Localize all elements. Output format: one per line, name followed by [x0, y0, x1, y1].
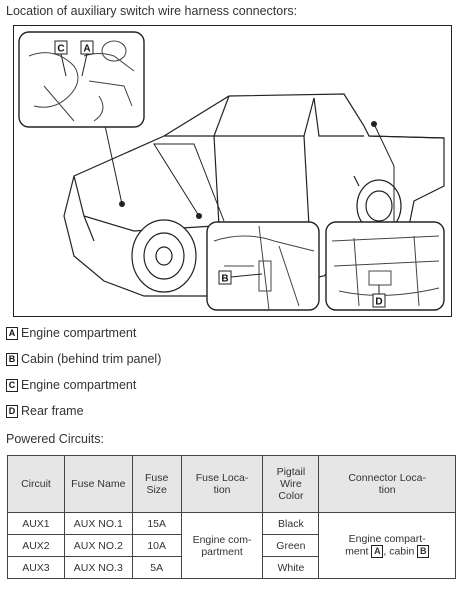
- callout-d-icon: D: [375, 297, 382, 308]
- cell-circuit: AUX3: [7, 556, 65, 579]
- tag-b-inline: B: [417, 545, 430, 558]
- legend-item-b: B Cabin (behind trim panel): [6, 352, 161, 366]
- header-fuse-location: Fuse Loca-tion: [180, 455, 264, 513]
- legend-text-d: Rear frame: [21, 404, 84, 418]
- leader-lines: [103, 120, 395, 226]
- front-wheel: [131, 219, 197, 293]
- legend-text-a: Engine compartment: [21, 326, 137, 340]
- tag-a-inline: A: [371, 545, 384, 558]
- tag-a: A: [6, 326, 18, 340]
- tag-b: B: [6, 352, 18, 366]
- cell-fuse-size: 5A: [131, 556, 182, 579]
- truck-diagram: C A B: [18, 31, 445, 311]
- cell-fuse-name: AUX NO.2: [63, 534, 133, 557]
- cell-fuse-location: Engine com-partment: [180, 512, 264, 579]
- cell-fuse-size: 10A: [131, 534, 182, 557]
- table-row: AUX1 AUX NO.1 15A Engine com-partment Bl…: [7, 512, 456, 579]
- page-heading: Location of auxiliary switch wire harnes…: [6, 4, 298, 18]
- table-row: AUX2 AUX NO.2 10A Green: [7, 534, 456, 557]
- cell-wire-color: White: [262, 556, 320, 579]
- cell-circuit: AUX2: [7, 534, 65, 557]
- header-circuit: Circuit: [7, 455, 65, 513]
- truck-connector-illustration: C A B: [13, 25, 452, 317]
- cell-fuse-name: AUX NO.3: [63, 556, 133, 579]
- legend-item-a: A Engine compartment: [6, 326, 136, 340]
- callout-c-icon: C: [57, 44, 64, 55]
- cabin-inset: B: [206, 221, 320, 311]
- legend-item-d: D Rear frame: [6, 404, 84, 418]
- legend-text-c: Engine compartment: [21, 378, 137, 392]
- rear-frame-inset: D: [325, 221, 445, 311]
- engine-compartment-inset: C A: [18, 31, 145, 128]
- rear-wheel: [356, 179, 402, 233]
- cell-connector-location: Engine compart-ment A, cabin B: [318, 512, 456, 579]
- cell-circuit: AUX1: [7, 512, 65, 535]
- tag-c: C: [6, 378, 18, 392]
- cell-wire-color: Black: [262, 512, 320, 535]
- legend-item-c: C Engine compartment: [6, 378, 136, 392]
- powered-circuits-label: Powered Circuits:: [6, 432, 104, 446]
- table-row: AUX3 AUX NO.3 5A White: [7, 556, 456, 579]
- cell-fuse-name: AUX NO.1: [63, 512, 133, 535]
- callout-a-icon: A: [83, 44, 90, 55]
- legend-text-b: Cabin (behind trim panel): [21, 352, 162, 366]
- cell-wire-color: Green: [262, 534, 320, 557]
- cell-fuse-size: 15A: [131, 512, 182, 535]
- callout-b-icon: B: [221, 274, 228, 285]
- header-fuse-name: Fuse Name: [63, 455, 133, 513]
- header-connector-location: Connector Loca-tion: [318, 455, 456, 513]
- tag-d: D: [6, 404, 18, 418]
